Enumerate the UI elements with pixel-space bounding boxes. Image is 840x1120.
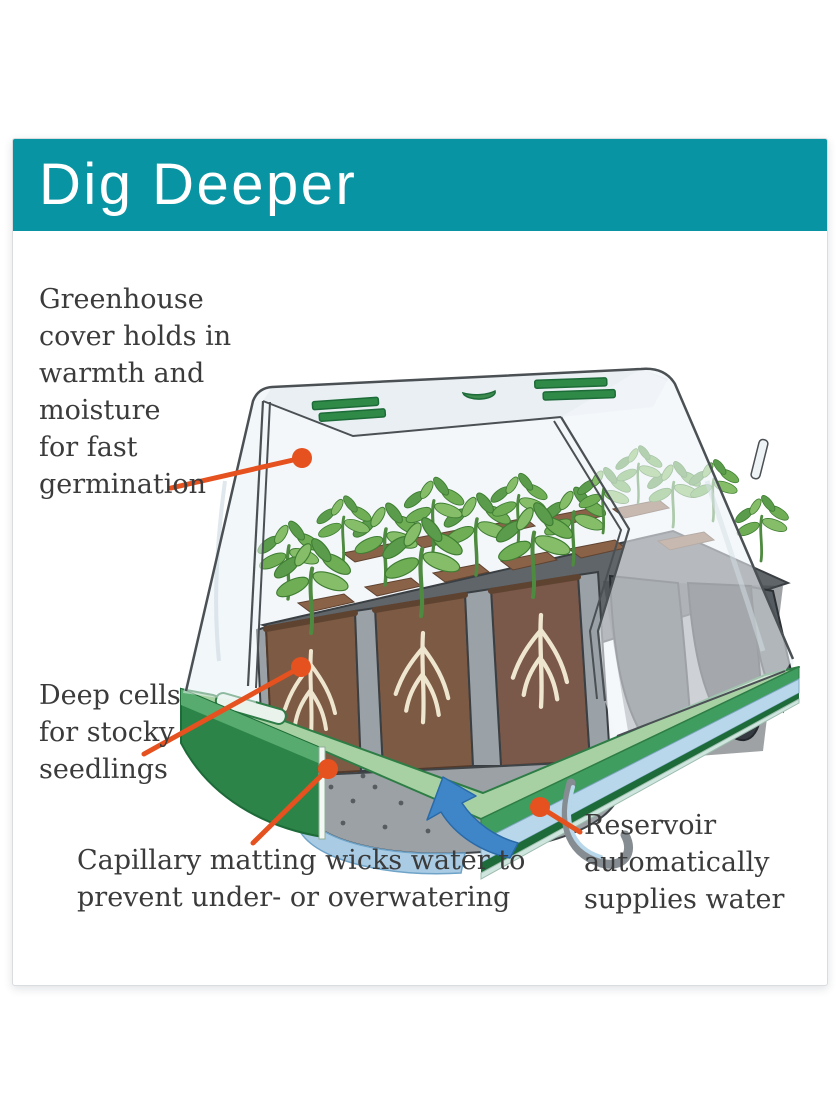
greenhouse-illustration: [141, 367, 800, 880]
card-header: Dig Deeper: [13, 139, 827, 231]
page-title: Dig Deeper: [39, 152, 358, 217]
callout-dot-cover: [292, 448, 312, 468]
callout-lines: [141, 448, 583, 846]
matting-curl: [561, 778, 634, 869]
label-greenhouse-cover: Greenhouse cover holds in warmth and moi…: [39, 284, 232, 500]
water-flow-arrow: [426, 776, 519, 859]
label-capillary-matting: Capillary matting wicks water to prevent…: [77, 845, 526, 913]
dig-deeper-card: Dig Deeper: [12, 138, 828, 986]
label-reservoir: Reservoir automatically supplies water: [584, 810, 785, 915]
side-vent-slit: [750, 438, 769, 480]
outer-tray: [180, 666, 800, 880]
callout-dot-matting: [318, 759, 338, 779]
cover-panels: [183, 367, 795, 737]
diagram-area: Greenhouse cover holds in warmth and moi…: [13, 231, 827, 985]
label-deep-cells: Deep cells for stocky seedlings: [39, 680, 181, 785]
callout-dot-reservoir: [530, 797, 550, 817]
water-under-matting: [300, 810, 466, 875]
top-vents: [311, 377, 769, 480]
vent-crescent: [461, 389, 496, 400]
callout-dot-cells: [291, 657, 311, 677]
